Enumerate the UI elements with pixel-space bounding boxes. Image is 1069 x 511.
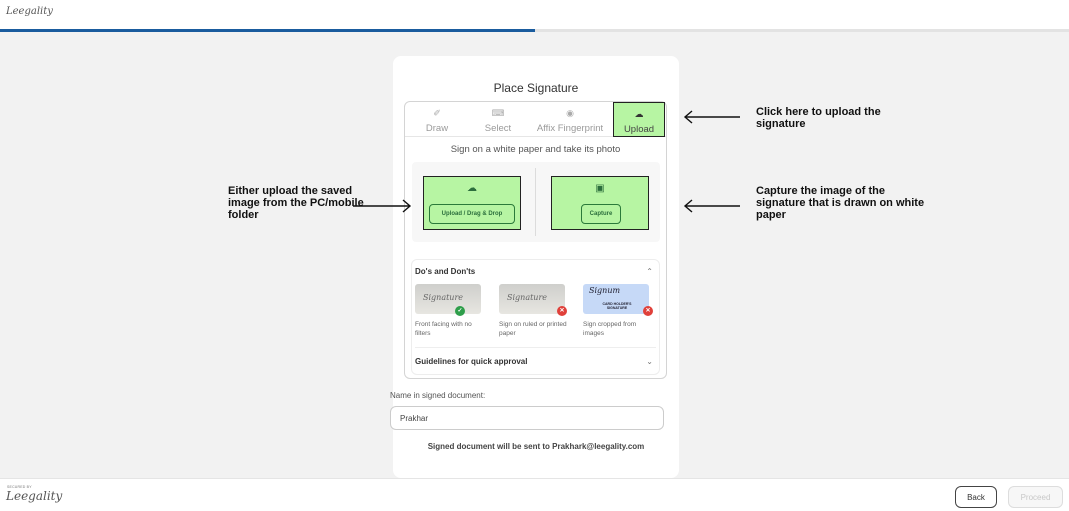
leegality-logo: Leegality [6, 6, 53, 17]
sample-caption: Sign on ruled or printed paper [499, 321, 567, 337]
sent-note: Signed document will be sent to Prakhark… [427, 442, 645, 451]
proceed-button[interactable]: Proceed [1008, 486, 1063, 508]
back-button[interactable]: Back [955, 486, 997, 508]
progress-bar [0, 29, 1069, 32]
options-divider [535, 168, 536, 236]
sample-caption: Sign cropped from images [583, 321, 637, 337]
sample-cropped-image: Signum CARD HOLDER'S SIGNATURE ✕ [583, 284, 653, 316]
footer-bar: SECURED BY Leegality Back Proceed [0, 478, 1069, 511]
annotation-upload-tab: Click here to upload the signature [756, 106, 881, 130]
tab-draw[interactable]: ✐ Draw [405, 102, 469, 137]
signature-method-tabs: ✐ Draw ⌨ Select ◉ Affix Fingerprint ☁ Up… [405, 102, 666, 137]
tab-affix-fingerprint[interactable]: ◉ Affix Fingerprint [527, 102, 613, 137]
sample-caption: Front facing with no filters [415, 321, 472, 337]
sample-front-facing: Signature ✓ [415, 284, 481, 316]
arrow-right-icon [353, 199, 412, 213]
capture-option[interactable]: ▣ Capture [551, 176, 649, 230]
pen-icon: ✐ [433, 108, 441, 118]
signature-method-panel: ✐ Draw ⌨ Select ◉ Affix Fingerprint ☁ Up… [404, 101, 667, 379]
fingerprint-icon: ◉ [566, 108, 574, 118]
secured-by-label: SECURED BY [7, 485, 32, 489]
camera-icon: ▣ [595, 183, 605, 194]
annotation-capture-option: Capture the image of the signature that … [756, 185, 925, 221]
page-title: Place Signature [493, 81, 579, 95]
check-icon: ✓ [455, 306, 465, 316]
keyboard-icon: ⌨ [491, 108, 505, 118]
upload-option[interactable]: ☁ Upload / Drag & Drop [423, 176, 521, 230]
cross-icon: ✕ [557, 306, 567, 316]
leegality-logo: Leegality [6, 489, 63, 503]
annotation-upload-option: Either upload the saved image from the P… [228, 185, 364, 221]
arrow-left-icon [683, 110, 740, 124]
name-field-label: Name in signed document: [390, 391, 486, 400]
guidelines-header[interactable]: Guidelines for quick approval [415, 357, 528, 366]
name-input[interactable] [390, 406, 664, 430]
capture-button[interactable]: Capture [581, 204, 621, 224]
chevron-up-icon[interactable]: ⌃ [646, 267, 653, 276]
dos-and-donts-panel: Do's and Don'ts ⌃ Signature ✓ Front faci… [411, 259, 660, 375]
upload-options-area: ☁ Upload / Drag & Drop ▣ Capture [412, 162, 660, 242]
divider [415, 347, 656, 348]
place-signature-card: Place Signature ✐ Draw ⌨ Select ◉ Affix … [390, 56, 679, 478]
upload-drag-drop-button[interactable]: Upload / Drag & Drop [429, 204, 515, 224]
cloud-upload-icon: ☁ [634, 109, 644, 119]
sample-ruled-paper: Signature ✕ [499, 284, 567, 316]
chevron-down-icon[interactable]: ⌄ [646, 357, 653, 366]
arrow-left-icon [683, 199, 740, 213]
cross-icon: ✕ [643, 306, 653, 316]
tab-upload[interactable]: ☁ Upload [613, 102, 665, 137]
cloud-upload-icon: ☁ [467, 183, 477, 194]
upload-hint: Sign on a white paper and take its photo [450, 144, 621, 155]
progress-bar-fill [0, 29, 535, 32]
dos-and-donts-header[interactable]: Do's and Don'ts [415, 267, 476, 276]
top-bar: Leegality [0, 0, 1069, 29]
tab-select[interactable]: ⌨ Select [469, 102, 527, 137]
